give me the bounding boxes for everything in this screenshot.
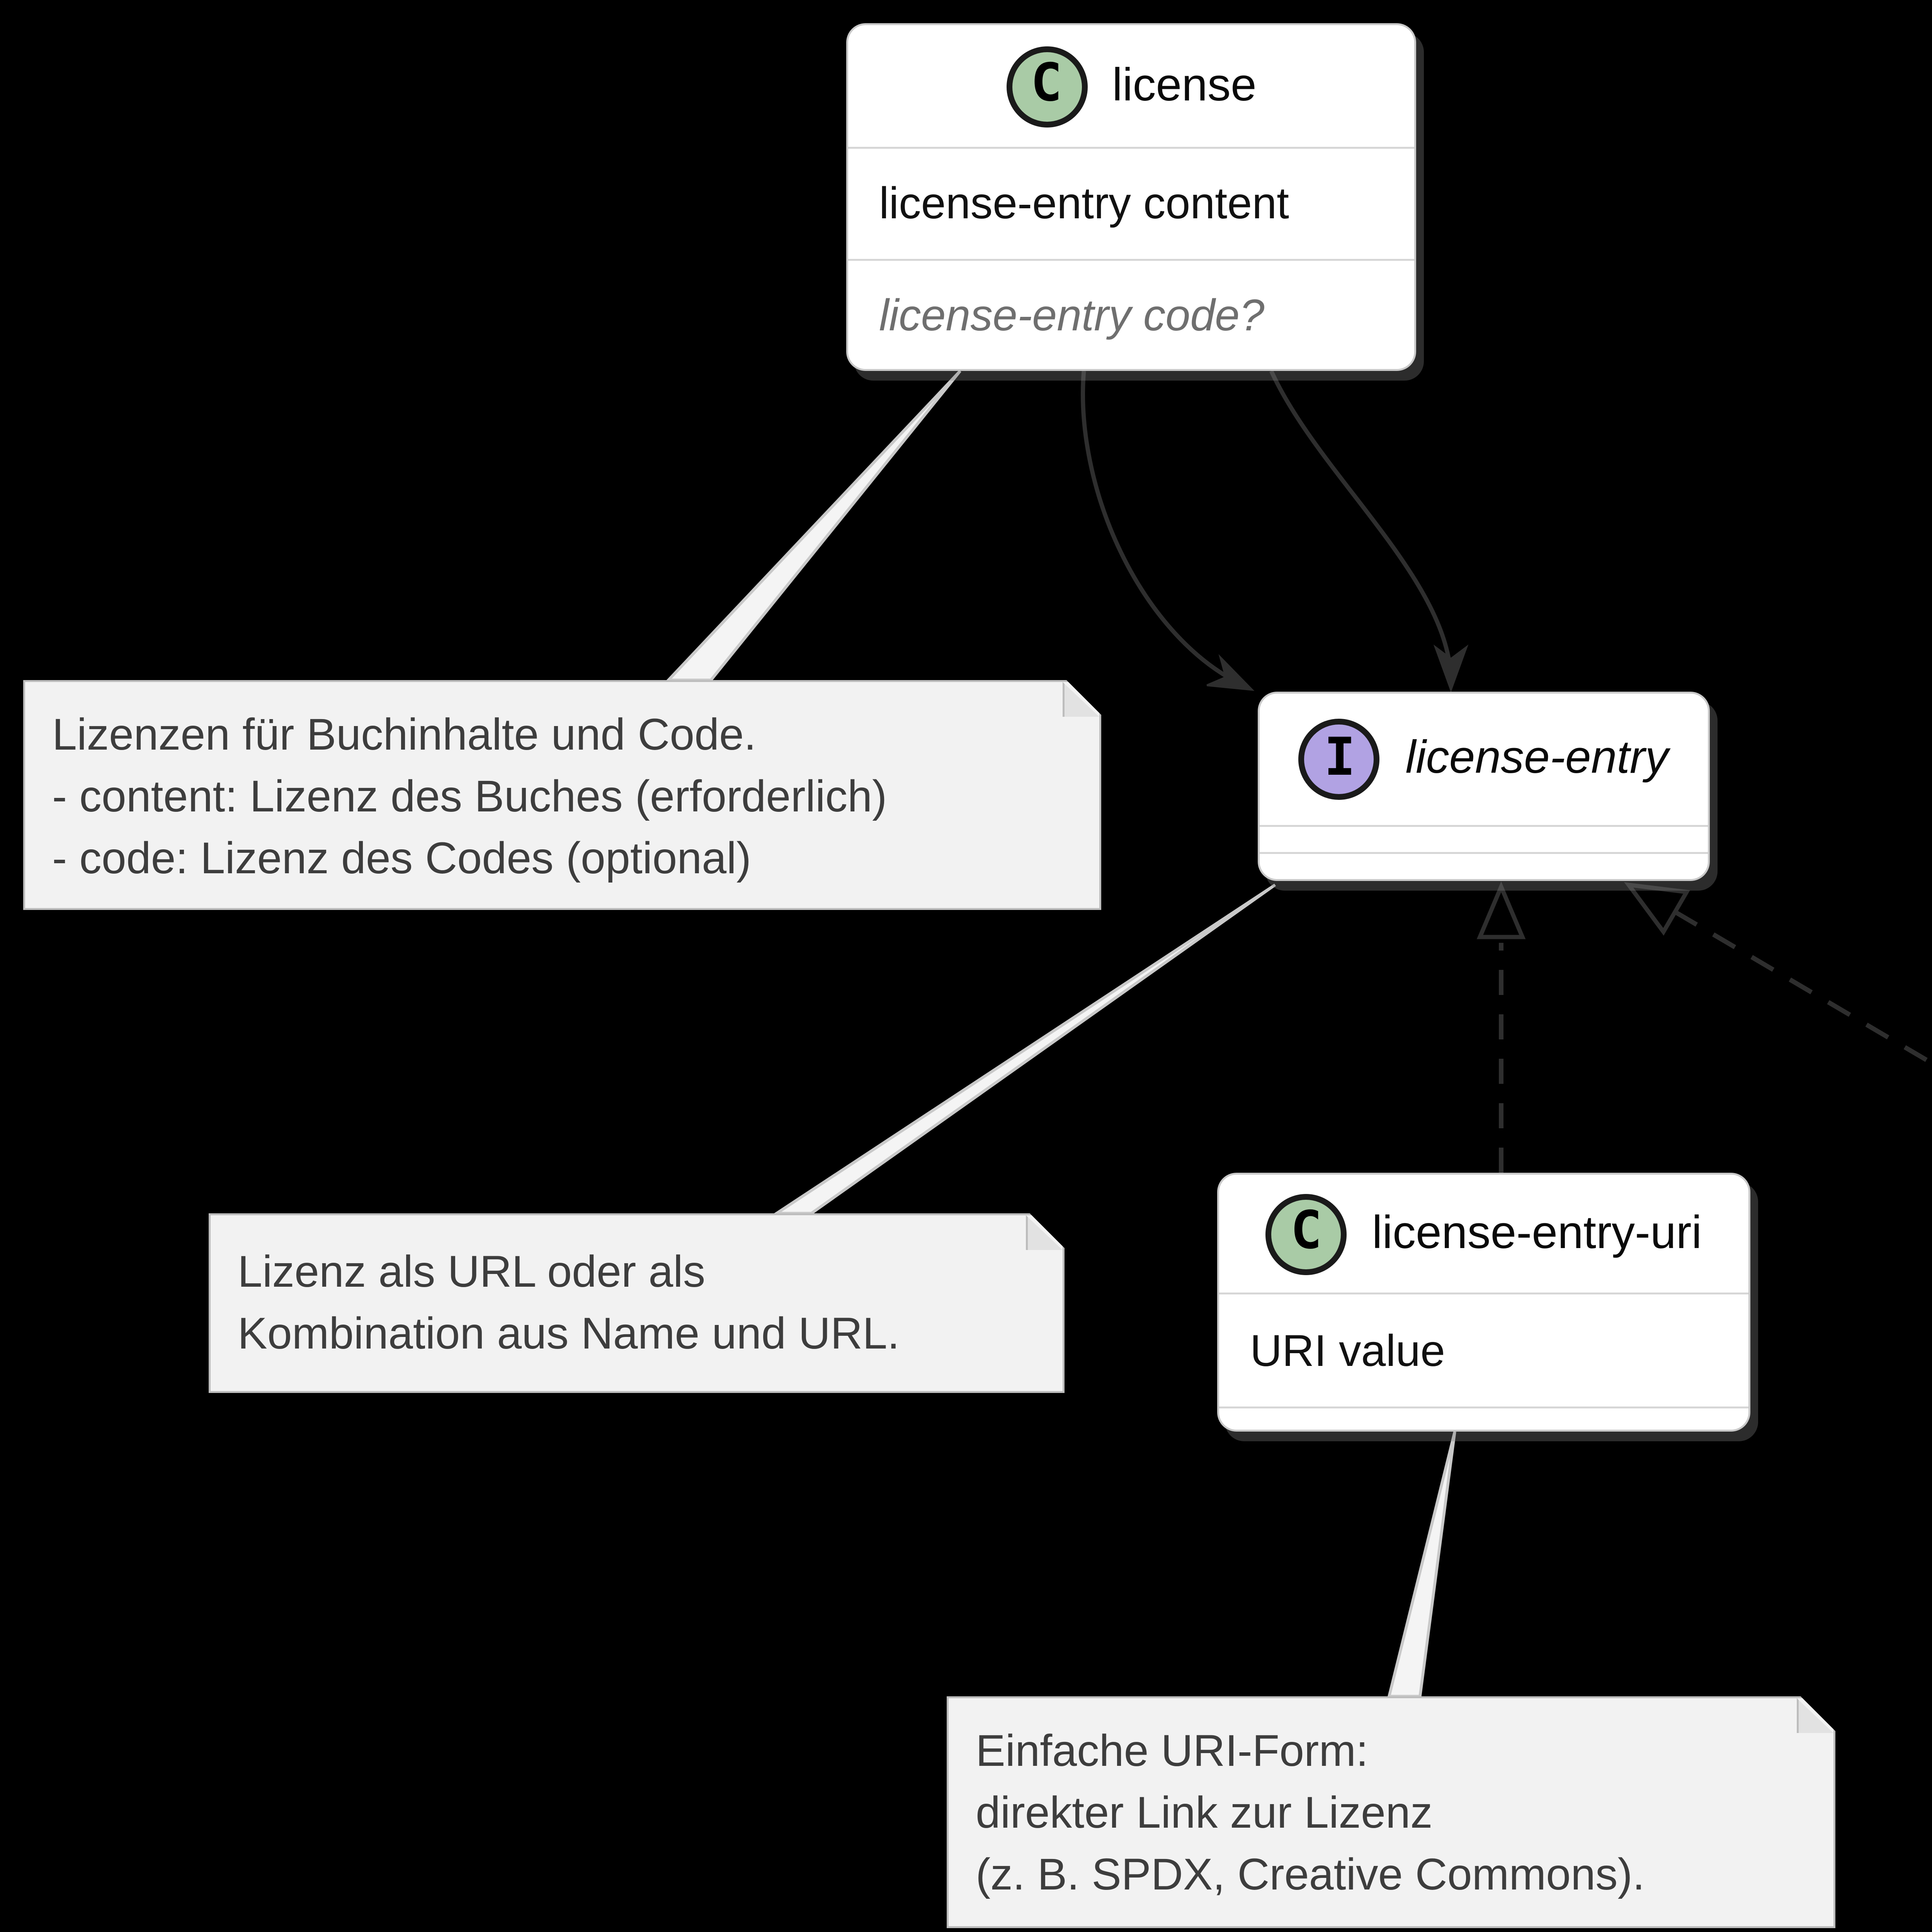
class-name: license-entry-uri — [1372, 1206, 1702, 1259]
note-connector-license-entry — [772, 883, 1276, 1215]
note-connector-uri — [1387, 1431, 1456, 1698]
attribute-row: license-entry code? — [879, 289, 1265, 340]
spot-letter: C — [1031, 54, 1062, 114]
class-box-license: C license license-entry content license-… — [846, 23, 1416, 371]
arrowhead-license-content-icon — [1206, 654, 1255, 691]
arrowhead-license-code-icon — [1433, 644, 1469, 693]
triangle-uri-realization-icon — [1476, 881, 1526, 939]
interface-box-license-entry: I license-entry — [1258, 692, 1710, 881]
interface-header: I license-entry — [1260, 694, 1708, 825]
compartment-attributes: URI value — [1219, 1293, 1748, 1406]
compartment-empty — [1260, 852, 1708, 879]
note-text-line: Einfache URI-Form: — [976, 1725, 1369, 1776]
attribute-row: license-entry content — [879, 179, 1289, 229]
note-text-line: Lizenz als URL oder als — [238, 1246, 706, 1296]
note-connector-license — [665, 370, 961, 682]
spot-letter: I — [1324, 728, 1355, 788]
class-box-license-entry-uri: C license-entry-uri URI value — [1217, 1173, 1750, 1432]
note-text-line: Kombination aus Name und URL. — [238, 1308, 900, 1358]
note-text-line: - content: Lizenz des Buches (erforderli… — [52, 771, 887, 821]
spot-letter: C — [1291, 1202, 1322, 1262]
note-text-line: (z. B. SPDX, Creative Commons). — [976, 1849, 1645, 1899]
note-text-line: direkter Link zur Lizenz — [976, 1787, 1433, 1837]
compartment-attributes: license-entry content — [848, 147, 1414, 258]
class-header-license: C license — [848, 25, 1414, 147]
edge-license-code — [1269, 370, 1453, 677]
class-spot-icon: C — [1006, 46, 1087, 127]
note-text-line: - code: Lizenz des Codes (optional) — [52, 833, 752, 883]
compartment-attributes: license-entry code? — [848, 258, 1414, 369]
compartment-empty — [1260, 825, 1708, 852]
class-name: license — [1112, 59, 1257, 112]
class-header-license-entry-uri: C license-entry-uri — [1219, 1175, 1748, 1293]
interface-name: license-entry — [1405, 732, 1668, 785]
edge-license-content — [1081, 371, 1242, 686]
edge-object-realization — [1673, 910, 1932, 1066]
compartment-empty — [1219, 1406, 1748, 1430]
note-license: Lizenzen für Buchinhalte und Code. - con… — [23, 680, 1101, 910]
note-text-line: Lizenzen für Buchinhalte und Code. — [52, 709, 757, 759]
interface-spot-icon: I — [1299, 719, 1381, 800]
note-license-entry: Lizenz als URL oder als Kombination aus … — [209, 1213, 1065, 1393]
class-spot-icon: C — [1265, 1193, 1347, 1274]
attribute-row: URI value — [1250, 1325, 1445, 1376]
note-uri-form: Einfache URI-Form: direkter Link zur Liz… — [947, 1696, 1835, 1928]
triangle-object-realization-icon — [1624, 882, 1690, 936]
